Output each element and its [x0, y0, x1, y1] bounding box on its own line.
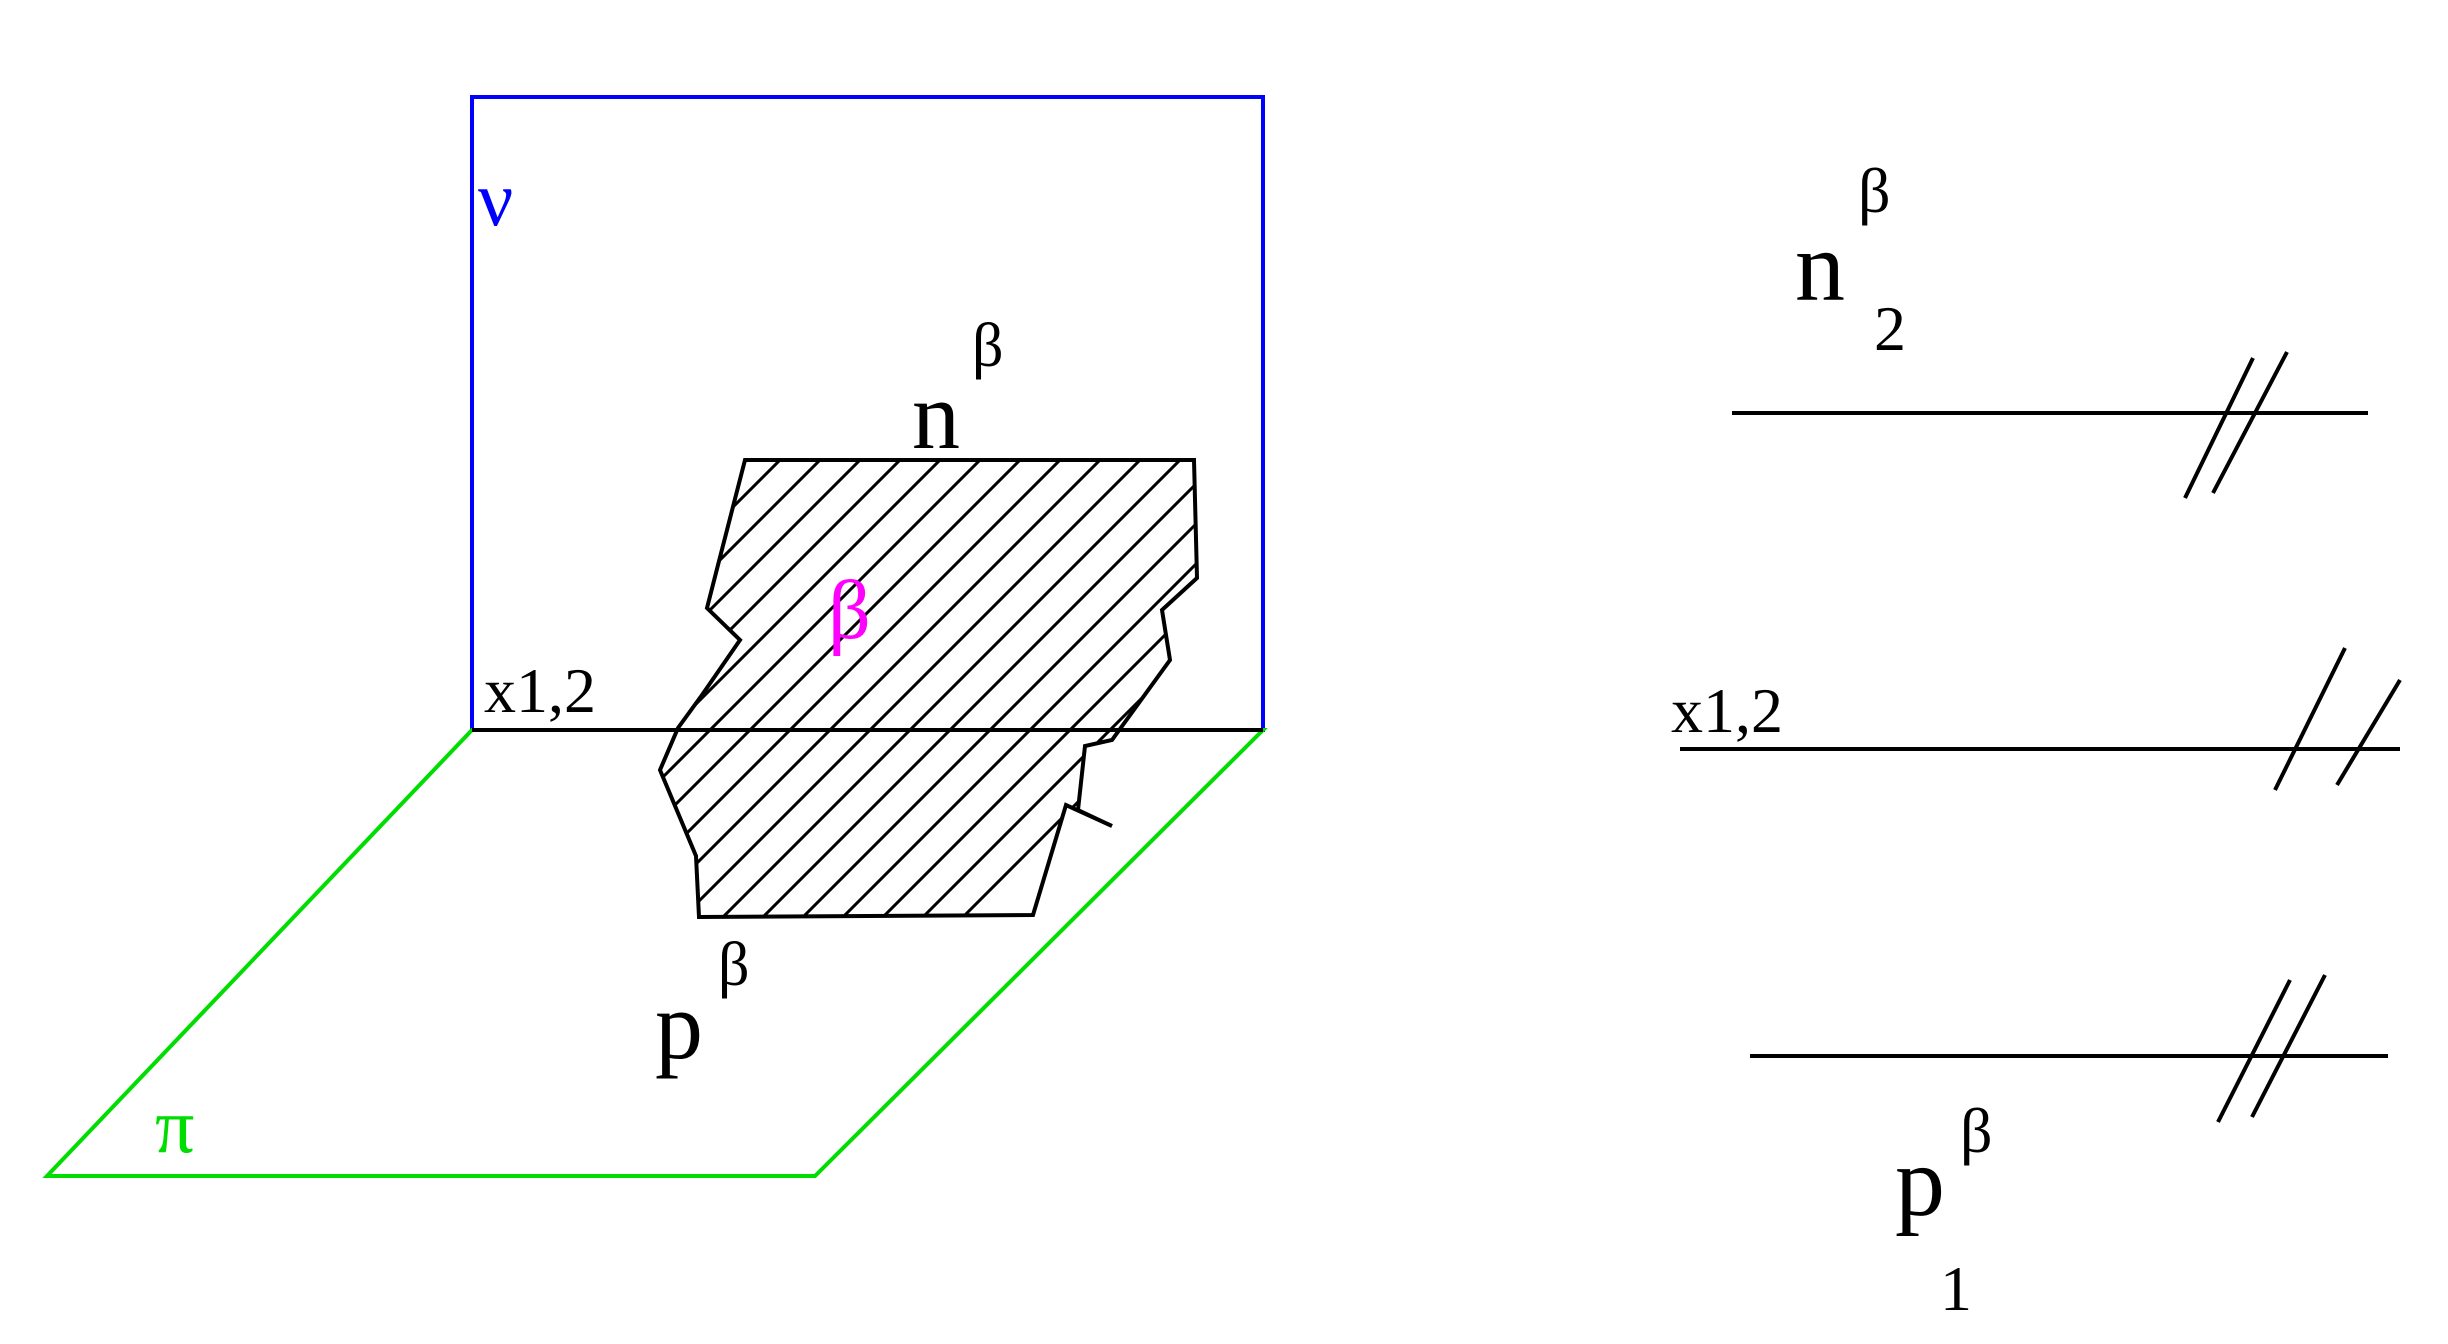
- plane-beta-outline: [657, 458, 1200, 920]
- axis-break-mark-1: [2273, 647, 2347, 791]
- right-frontal-trace-sub: 2: [1874, 293, 1906, 364]
- frontal-trace-break-mark-1: [2183, 357, 2255, 499]
- left-axis-label: x1,2: [484, 655, 596, 726]
- left-horizontal-trace-sup: β: [718, 931, 750, 999]
- right-frontal-trace-base: n: [1795, 211, 1845, 322]
- right-frontal-trace-sup: β: [1858, 155, 1891, 226]
- horizontal-trace-break-mark-1: [2216, 979, 2292, 1123]
- plane-beta-hatching: [660, 460, 1197, 917]
- frontal-plane-label: ν: [478, 155, 513, 242]
- axis-break-mark-2: [2335, 678, 2402, 787]
- horizontal-plane-label: π: [155, 1082, 194, 1169]
- right-horizontal-trace-sup: β: [1960, 1095, 1993, 1166]
- plane-beta-label: β: [828, 564, 871, 657]
- horizontal-trace-break-mark-2: [2250, 974, 2327, 1118]
- right-horizontal-trace-base: p: [1895, 1126, 1945, 1237]
- right-horizontal-trace-sub: 1: [1940, 1253, 1972, 1324]
- left-frontal-trace-base: n: [912, 362, 960, 469]
- frontal-trace-break-mark-2: [2211, 351, 2289, 494]
- left-frontal-trace-sup: β: [972, 312, 1004, 380]
- right-axis-label: x1,2: [1671, 675, 1783, 746]
- left-horizontal-trace-base: p: [655, 972, 703, 1079]
